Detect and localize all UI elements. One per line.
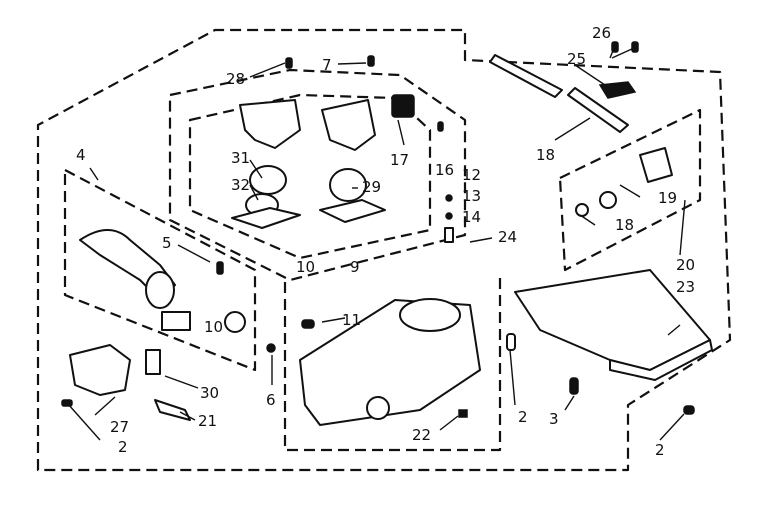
base-plate-right (319, 199, 386, 223)
callout-20: 20 (676, 256, 695, 274)
valve-group-boundary (283, 275, 502, 452)
base-plate-left (231, 207, 301, 229)
callout-15: 17 (390, 151, 409, 169)
bracket-27 (69, 344, 131, 396)
outer-boundary (36, 28, 732, 472)
rod-upper (489, 54, 563, 98)
valve-port (366, 396, 390, 420)
screw-3 (569, 377, 579, 395)
plate-29 (145, 349, 161, 375)
fitting-21 (154, 399, 191, 421)
pilot-assembly-19 (639, 147, 673, 183)
screw-28 (285, 57, 293, 69)
callout-32: 32 (231, 176, 250, 194)
callout-12: 12 (462, 166, 481, 184)
upper-group-boundary (168, 68, 467, 282)
valve-top-dome (399, 298, 461, 332)
left-group-boundary (63, 168, 257, 372)
screw-22 (458, 409, 468, 418)
callout-7: 7 (322, 56, 332, 74)
callout-2-right: 2 (655, 441, 665, 459)
washer-12 (445, 194, 453, 202)
bracket-left (239, 99, 301, 149)
right-group-boundary (558, 108, 702, 272)
callout-4: 4 (76, 146, 86, 164)
fitting-10 (224, 311, 246, 333)
coil-right (329, 168, 367, 202)
screw-7 (367, 55, 375, 67)
callout-10-lower: 10 (204, 318, 223, 336)
callout-23: 23 (676, 278, 695, 296)
callout-22: 22 (412, 426, 431, 444)
callout-31: 31 (231, 149, 250, 167)
leader-lines (67, 47, 686, 441)
callout-18: 18 (615, 216, 634, 234)
screw-2-left (61, 399, 73, 407)
washer-13 (445, 212, 453, 220)
washer-6 (266, 343, 276, 353)
callout-6: 6 (266, 391, 276, 409)
thermocouple-block (161, 311, 191, 331)
callout-24: 24 (498, 228, 517, 246)
callout-13: 13 (462, 187, 481, 205)
callout-30: 29 (362, 178, 381, 196)
valve-fitting (145, 271, 175, 309)
callout-17: 18 (536, 146, 555, 164)
coil-left (249, 165, 287, 195)
burner-bracket-flange (609, 339, 713, 381)
callout-26: 26 (592, 24, 611, 42)
callout-2-mid: 2 (518, 408, 528, 426)
callout-21: 21 (198, 412, 217, 430)
orifice-18 (599, 191, 617, 209)
screw-2-right (683, 405, 695, 415)
callout-19: 19 (658, 189, 677, 207)
gasket-11 (301, 319, 315, 329)
screw-5 (216, 261, 224, 275)
callout-11: 11 (342, 311, 361, 329)
callout-labels: 26 25 28 7 18 31 17 16 12 32 29 13 19 14… (76, 24, 695, 459)
rod-17 (567, 87, 629, 133)
spacer-2 (506, 333, 516, 351)
switch-block (391, 94, 415, 118)
inner-upper-boundary (188, 93, 432, 260)
screw-26b (631, 41, 639, 53)
callout-16: 16 (435, 161, 454, 179)
bracket-right (321, 99, 376, 151)
callout-25: 25 (567, 50, 586, 68)
pin-14 (444, 227, 454, 243)
orifice-18-small (575, 203, 589, 217)
callout-27: 27 (110, 418, 129, 436)
callout-29: 30 (200, 384, 219, 402)
callout-9: 9 (350, 258, 360, 276)
callout-5: 5 (162, 234, 172, 252)
callout-3: 3 (549, 410, 559, 428)
callout-14: 14 (462, 208, 481, 226)
callout-10-upper: 10 (296, 258, 315, 276)
screw-16 (437, 121, 444, 132)
callout-28: 28 (226, 70, 245, 88)
callout-2-left: 2 (118, 438, 128, 456)
clamp-25 (598, 81, 637, 99)
